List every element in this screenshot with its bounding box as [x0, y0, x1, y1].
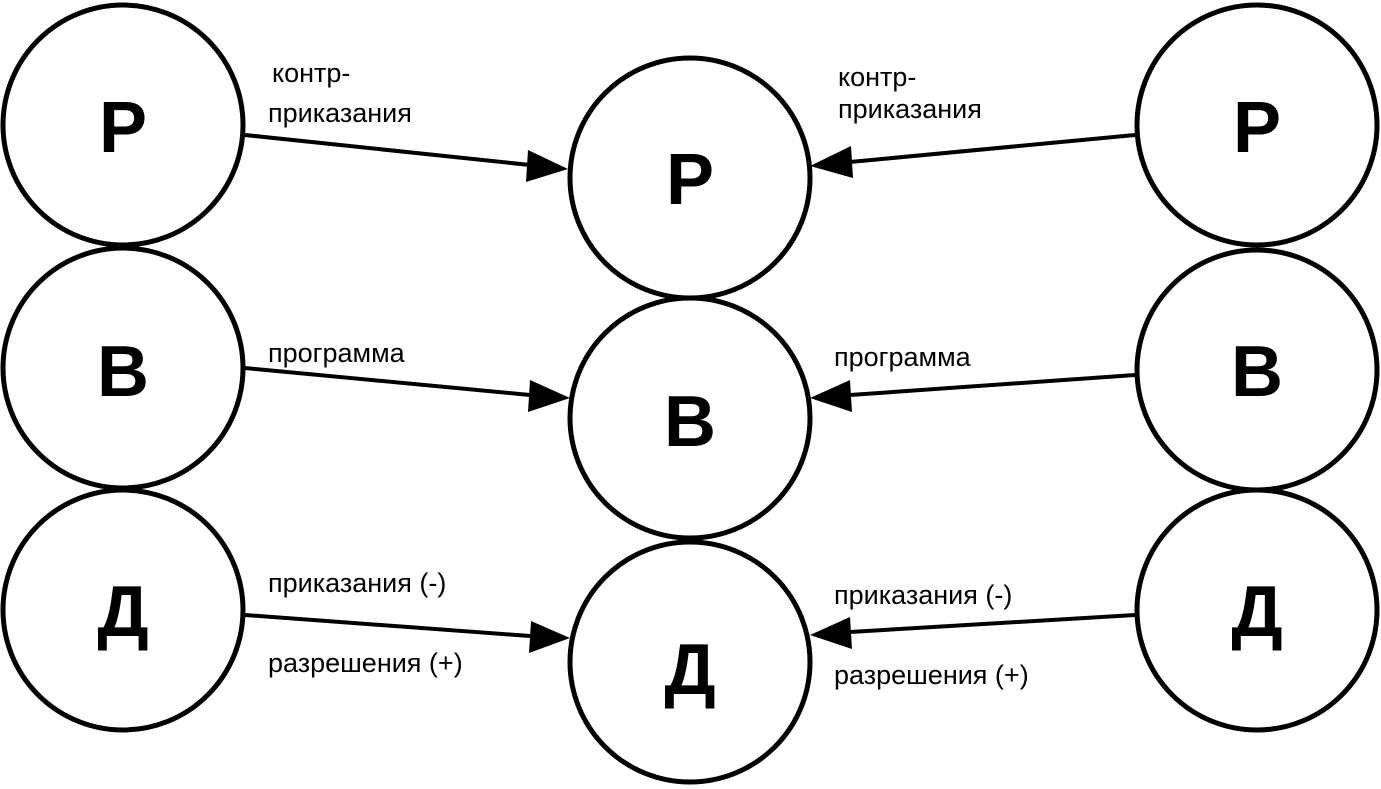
edge-label: приказания [838, 94, 982, 124]
edge-right-b [849, 373, 1136, 397]
node-label: В [1231, 332, 1283, 412]
edge-label: приказания [268, 98, 412, 128]
node-label: Д [97, 572, 148, 652]
arrowhead [810, 617, 852, 649]
node-label: В [97, 332, 149, 412]
edge-left-d [244, 613, 531, 638]
node-center-d: Д [567, 539, 813, 785]
node-right-b: В [1134, 247, 1380, 493]
edge-label: контр- [838, 62, 916, 92]
edge-label: контр- [272, 58, 350, 88]
node-left-r: Р [0, 2, 246, 248]
node-left-d: Д [0, 487, 246, 733]
node-right-r: Р [1134, 2, 1380, 248]
edge-left-b [244, 366, 531, 397]
arrowhead [810, 146, 853, 178]
edge-label: приказания (-) [268, 568, 446, 598]
edge-label: разрешения (+) [834, 660, 1029, 690]
node-center-r: Р [567, 55, 813, 301]
edge-left-r [244, 133, 531, 167]
edge-label: разрешения (+) [268, 648, 463, 678]
edge-label: программа [834, 342, 972, 372]
arrowhead [529, 621, 570, 653]
node-label: Д [664, 630, 715, 710]
edge-label: программа [268, 338, 406, 368]
node-left-b: В [0, 245, 246, 491]
node-label: Р [666, 140, 714, 220]
node-label: Д [1231, 572, 1282, 652]
edge-right-r [849, 133, 1136, 164]
node-label: Р [1233, 88, 1281, 168]
node-right-d: Д [1134, 487, 1380, 733]
arrowhead [526, 150, 568, 182]
node-label: В [664, 382, 716, 462]
arrowhead [810, 380, 852, 412]
node-label: Р [99, 88, 147, 168]
edge-label: приказания (-) [834, 580, 1012, 610]
edge-right-d [849, 613, 1136, 634]
node-center-b: В [567, 295, 813, 541]
arrowhead [528, 380, 570, 412]
